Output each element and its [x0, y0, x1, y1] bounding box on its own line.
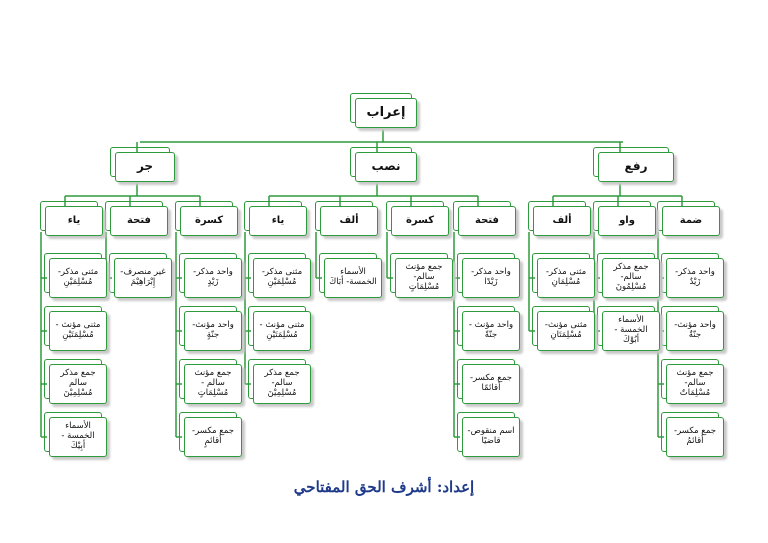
item-node-2-1-0-label: غير منصرف- إِبْرَاهِيْمَ: [120, 267, 166, 287]
item-node-0-0-3: جمع مكسر- أقائمُ: [661, 412, 724, 457]
item-node-1-3-0-label: مثنى مذكر- مُسْلِمَيْنِ: [261, 267, 303, 287]
item-node-1-1-0-label: جمع مؤنث سالم- مُسْلِمَاتٍ: [405, 262, 443, 292]
item-node-2-0-2-label: جمع مؤنث سالم - مُسْلِمَاتٍ: [194, 368, 232, 398]
item-node-0-2-0-label: مثنى مذكر- مُسْلِمَانِ: [545, 267, 587, 287]
item-node-2-2-1: مثنى مؤنث - مُسْلِمَتَيْنِ: [44, 306, 107, 351]
item-node-1-0-1: واحد مؤنث - جنّةً: [457, 306, 520, 351]
item-node-0-0-0-label: واحد مذكر- زَيْدٌ: [675, 267, 715, 287]
item-node-0-1-1-label: الأسماء الخمسة - أبُوْكَ: [614, 315, 648, 345]
item-node-0-2-0: مثنى مذكر- مُسْلِمَانِ: [532, 253, 595, 298]
item-node-0-0-2-label: جمع مؤنث سالم- مُسْلِمَاتٌ: [676, 368, 714, 398]
marker-node-1-2: ألف: [315, 201, 378, 236]
item-node-2-2-3: الأسماء الخمسة - أبِيْكَ: [44, 412, 107, 457]
marker-node-2-1-label: فتحة: [127, 215, 151, 227]
item-node-1-3-2-label: جمع مذكر سالم- مُسْلِمِيْنَ: [264, 368, 300, 398]
item-node-2-2-0-label: مثنى مذكر- مُسْلِمَيْنِ: [57, 267, 99, 287]
item-node-1-0-1-label: واحد مؤنث - جنّةً: [468, 320, 514, 340]
item-node-0-1-1: الأسماء الخمسة - أبُوْكَ: [597, 306, 660, 351]
item-node-2-0-2: جمع مؤنث سالم - مُسْلِمَاتٍ: [179, 359, 242, 404]
marker-node-0-0-label: ضمة: [679, 215, 703, 227]
marker-node-0-1: واو: [593, 201, 656, 236]
item-node-1-0-3-label: اسم منقوص- قاضيًا: [467, 426, 515, 446]
item-node-2-0-3-label: جمع مكسر- أقائمٍ: [192, 426, 234, 446]
item-node-1-3-2: جمع مذكر سالم- مُسْلِمِيْنَ: [248, 359, 311, 404]
marker-node-2-2: ياء: [40, 201, 103, 236]
item-node-1-3-0: مثنى مذكر- مُسْلِمَيْنِ: [248, 253, 311, 298]
item-node-1-2-0: الأسماء الخمسة- أبَاكَ: [319, 253, 382, 298]
marker-node-2-0-label: كسرة: [194, 215, 224, 227]
marker-node-0-2: ألف: [528, 201, 591, 236]
item-node-2-2-3-label: الأسماء الخمسة - أبِيْكَ: [61, 421, 95, 451]
marker-node-0-2-label: ألف: [552, 215, 572, 227]
marker-node-2-0: كسرة: [175, 201, 238, 236]
item-node-1-0-3: اسم منقوص- قاضيًا: [457, 412, 520, 457]
marker-node-1-1: كسرة: [386, 201, 449, 236]
root-node-label: إعراب: [366, 104, 406, 120]
item-node-2-0-0: واحد مذكر- زَيْدٍ: [179, 253, 242, 298]
branch-node-2-label: جر: [136, 159, 154, 174]
item-node-2-1-0: غير منصرف- إِبْرَاهِيْمَ: [109, 253, 172, 298]
item-node-1-1-0: جمع مؤنث سالم- مُسْلِمَاتٍ: [390, 253, 453, 298]
marker-node-0-0: ضمة: [657, 201, 720, 236]
item-node-0-2-1: مثنى مؤنث- مُسْلِمَتَانِ: [532, 306, 595, 351]
item-node-0-1-0: جمع مذكر سالم- مُسْلِمُونَ: [597, 253, 660, 298]
item-node-2-0-0-label: واحد مذكر- زَيْدٍ: [193, 267, 233, 287]
author-credit: إعداد: أشرف الحق المفتاحي: [293, 478, 475, 496]
branch-node-0: رفع: [593, 147, 674, 182]
item-node-2-0-1: واحد مؤنث- جنّةٍ: [179, 306, 242, 351]
item-node-1-0-0: واحد مذكر- زَيْدًا: [457, 253, 520, 298]
item-node-0-0-2: جمع مؤنث سالم- مُسْلِمَاتٌ: [661, 359, 724, 404]
marker-node-1-3-label: ياء: [271, 215, 285, 227]
marker-node-0-1-label: واو: [619, 215, 635, 227]
marker-node-1-1-label: كسرة: [405, 215, 435, 227]
branch-node-2: جر: [110, 147, 175, 182]
branch-node-1: نصب: [350, 147, 417, 182]
marker-node-1-0: فتحة: [453, 201, 516, 236]
item-node-0-0-0: واحد مذكر- زَيْدٌ: [661, 253, 724, 298]
item-node-0-0-1-label: واحد مؤنث- جنّةٌ: [674, 320, 716, 340]
item-node-1-0-2: جمع مكسر- أقائمًا: [457, 359, 520, 404]
marker-node-1-3: ياء: [244, 201, 307, 236]
root-node: إعراب: [350, 93, 417, 128]
item-node-2-2-0: مثنى مذكر- مُسْلِمَيْنِ: [44, 253, 107, 298]
item-node-0-0-1: واحد مؤنث- جنّةٌ: [661, 306, 724, 351]
item-node-2-2-2: جمع مذكر سالم مُسْلِمِيْنَ: [44, 359, 107, 404]
item-node-0-1-0-label: جمع مذكر سالم- مُسْلِمُونَ: [613, 262, 649, 292]
item-node-1-3-1-label: مثنى مؤنث - مُسْلِمَتَيْنِ: [259, 320, 305, 340]
marker-node-2-2-label: ياء: [67, 215, 81, 227]
item-node-0-0-3-label: جمع مكسر- أقائمُ: [674, 426, 716, 446]
item-node-0-2-1-label: مثنى مؤنث- مُسْلِمَتَانِ: [544, 320, 588, 340]
branch-node-0-label: رفع: [624, 159, 648, 174]
item-node-1-0-0-label: واحد مذكر- زَيْدًا: [471, 267, 511, 287]
branch-node-1-label: نصب: [371, 159, 401, 174]
item-node-1-0-2-label: جمع مكسر- أقائمًا: [470, 373, 512, 393]
item-node-1-2-0-label: الأسماء الخمسة- أبَاكَ: [329, 267, 377, 287]
item-node-2-2-2-label: جمع مذكر سالم مُسْلِمِيْنَ: [60, 368, 96, 398]
marker-node-1-0-label: فتحة: [475, 215, 499, 227]
item-node-1-3-1: مثنى مؤنث - مُسْلِمَتَيْنِ: [248, 306, 311, 351]
item-node-2-2-1-label: مثنى مؤنث - مُسْلِمَتَيْنِ: [55, 320, 101, 340]
marker-node-1-2-label: ألف: [339, 215, 359, 227]
marker-node-2-1: فتحة: [105, 201, 168, 236]
item-node-2-0-3: جمع مكسر- أقائمٍ: [179, 412, 242, 457]
item-node-2-0-1-label: واحد مؤنث- جنّةٍ: [192, 320, 234, 340]
